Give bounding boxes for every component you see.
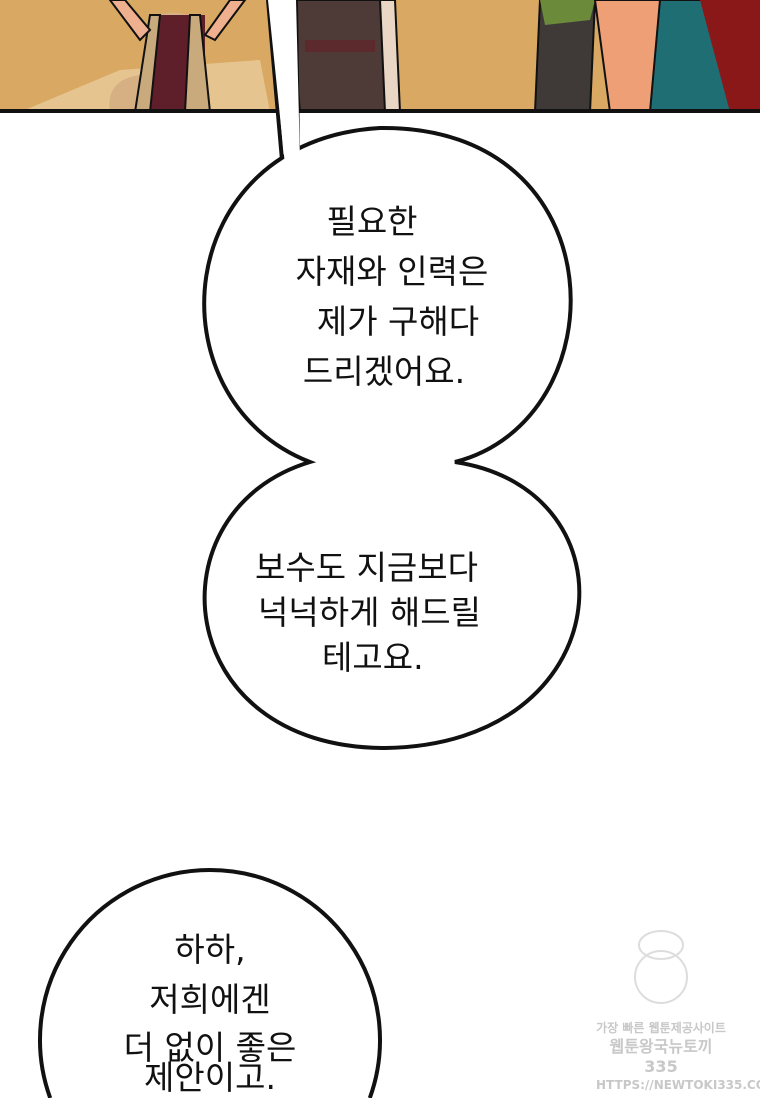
watermark-line: HTTPS://NEWTOKI335.COM <box>596 1078 760 1092</box>
dialogue-line: 제안이고. <box>144 1058 276 1097</box>
dialogue-line: 저희에겐 <box>149 980 271 1019</box>
dialogue-line: 하하, <box>174 930 246 969</box>
dialogue-line: 제가 구해다 <box>316 302 480 341</box>
dialogue-line: 더 없이 좋은 <box>123 1028 297 1067</box>
watermark-mascot-icon <box>634 930 688 1004</box>
watermark-line: 웹툰왕국뉴토끼335 <box>609 1037 713 1076</box>
dialogue-line: 필요한 <box>326 202 418 241</box>
dialogue-line: 넉넉하게 해드릴 <box>258 593 482 632</box>
dialogue-line: 드리겠어요. <box>302 352 466 391</box>
watermark-line: 가장 빠른 웹툰제공사이트 <box>596 1021 726 1035</box>
watermark: 가장 빠른 웹툰제공사이트 웹툰왕국뉴토끼335 HTTPS://NEWTOKI… <box>596 930 760 1094</box>
dialogue-line: 테고요. <box>322 638 424 677</box>
top-panel <box>0 0 760 113</box>
dialogue-line: 보수도 지금보다 <box>255 548 479 587</box>
speech-bubble-group <box>38 0 582 1098</box>
dialogue-line: 자재와 인력은 <box>295 252 489 291</box>
